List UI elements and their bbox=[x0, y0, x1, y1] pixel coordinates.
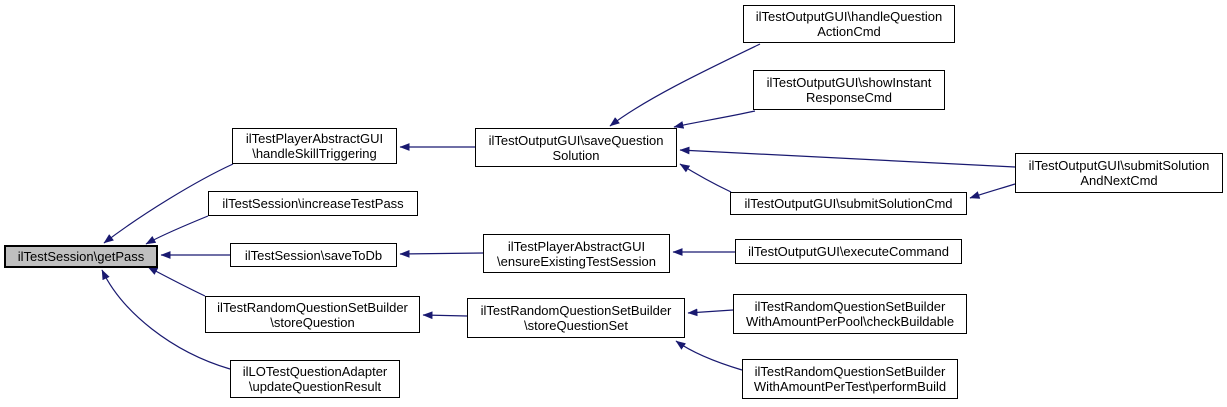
node-checkBuildable[interactable]: ilTestRandomQuestionSetBuilder WithAmoun… bbox=[733, 294, 967, 334]
edge-submitSolutionAndNextCmd-submitSolutionCmd bbox=[969, 183, 1016, 199]
node-executeCommand[interactable]: ilTestOutputGUI\executeCommand bbox=[735, 239, 962, 264]
edge-checkBuildable-storeQuestionSet bbox=[687, 308, 734, 317]
node-ensureExistingTestSession[interactable]: ilTestPlayerAbstractGUI \ensureExistingT… bbox=[483, 234, 670, 273]
node-storeQuestion[interactable]: ilTestRandomQuestionSetBuilder \storeQue… bbox=[205, 296, 420, 333]
node-saveQuestionSolution[interactable]: ilTestOutputGUI\saveQuestion Solution bbox=[475, 128, 677, 167]
edge-ensureExistingTestSession-saveToDb bbox=[399, 249, 484, 258]
edge-updateQuestionResult-getPass bbox=[101, 269, 231, 370]
node-handleSkillTriggering[interactable]: ilTestPlayerAbstractGUI \handleSkillTrig… bbox=[232, 128, 397, 164]
edge-handleQuestionActionCmd-saveQuestionSolution bbox=[609, 43, 761, 127]
edge-handleSkillTriggering-getPass bbox=[103, 163, 234, 244]
node-updateQuestionResult[interactable]: ilLOTestQuestionAdapter \updateQuestionR… bbox=[230, 360, 400, 398]
node-getPass: ilTestSession\getPass bbox=[4, 245, 158, 268]
edge-storeQuestionSet-storeQuestion bbox=[422, 311, 468, 320]
edge-performBuild-storeQuestionSet bbox=[675, 340, 743, 371]
node-showInstantResponseCmd[interactable]: ilTestOutputGUI\showInstant ResponseCmd bbox=[753, 70, 945, 110]
node-storeQuestionSet[interactable]: ilTestRandomQuestionSetBuilder \storeQue… bbox=[467, 298, 685, 338]
node-submitSolutionCmd[interactable]: ilTestOutputGUI\submitSolutionCmd bbox=[730, 192, 967, 215]
edge-submitSolutionAndNextCmd-saveQuestionSolution bbox=[679, 146, 1016, 168]
node-handleQuestionActionCmd[interactable]: ilTestOutputGUI\handleQuestion ActionCmd bbox=[743, 5, 955, 43]
edge-storeQuestion-getPass bbox=[147, 266, 206, 297]
node-submitSolutionAndNextCmd[interactable]: ilTestOutputGUI\submitSolution AndNextCm… bbox=[1015, 153, 1223, 193]
node-saveToDb[interactable]: ilTestSession\saveToDb bbox=[230, 243, 397, 267]
edge-showInstantResponseCmd-saveQuestionSolution bbox=[673, 110, 756, 129]
edge-submitSolutionCmd-saveQuestionSolution bbox=[679, 163, 732, 193]
node-performBuild[interactable]: ilTestRandomQuestionSetBuilder WithAmoun… bbox=[742, 359, 958, 399]
edge-increaseTestPass-getPass bbox=[145, 215, 209, 245]
node-increaseTestPass[interactable]: ilTestSession\increaseTestPass bbox=[208, 191, 418, 216]
